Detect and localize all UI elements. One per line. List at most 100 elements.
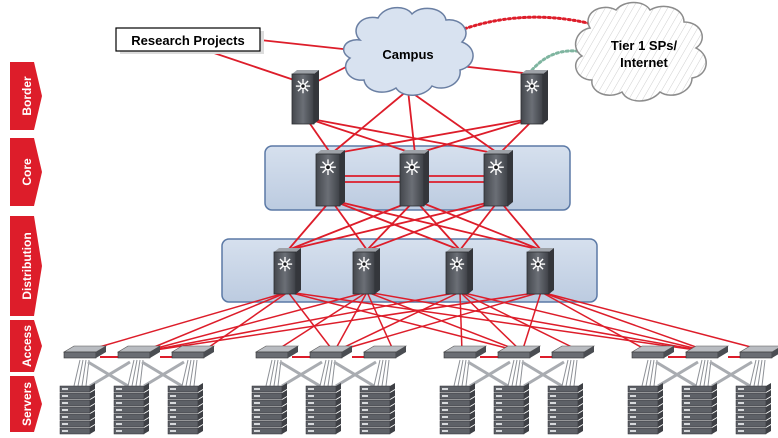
server-side (390, 383, 395, 392)
server-side (712, 383, 717, 392)
emblem-ray (297, 87, 302, 92)
access-server-cable (323, 359, 330, 387)
server-led (254, 423, 260, 425)
server-side (658, 397, 663, 406)
server-led (116, 430, 122, 432)
server-rack-g3-1 (439, 383, 475, 435)
server-led (684, 423, 690, 425)
server-side (90, 404, 95, 413)
router-emblem-icon (449, 256, 465, 272)
server-led (630, 388, 636, 390)
switch-side (288, 346, 298, 358)
access-switch-g3-2 (496, 345, 542, 359)
server-side (198, 425, 203, 434)
distribution-access-link (141, 291, 461, 353)
server-side (390, 404, 395, 413)
server-side (578, 390, 583, 399)
access-server-cross-cable (711, 360, 753, 388)
server-rack-g1-1 (59, 383, 95, 435)
server-side (198, 383, 203, 392)
chassis-top (353, 248, 380, 252)
server-led (362, 423, 368, 425)
server-side (336, 390, 341, 399)
border-core-link (330, 117, 536, 155)
server-side (658, 418, 663, 427)
campus-cloud: Campus (342, 6, 474, 96)
server-side (470, 383, 475, 392)
access-server-cable (641, 359, 649, 387)
core-distribution-link (366, 199, 500, 251)
server-led (496, 388, 502, 390)
server-led (62, 402, 68, 404)
server-rack-g3-3 (547, 383, 583, 435)
server-side (766, 383, 771, 392)
core-distribution-link (287, 199, 332, 251)
core-switch-3 (483, 150, 513, 207)
server-side (336, 383, 341, 392)
chassis-top (527, 248, 554, 252)
border-router-right (520, 70, 548, 125)
server-side (658, 411, 663, 420)
server-side (282, 383, 287, 392)
server-side (712, 411, 717, 420)
research-campus-link (259, 39, 353, 51)
server-side (390, 418, 395, 427)
server-side (336, 425, 341, 434)
distribution-access-link (333, 291, 368, 353)
server-side (712, 425, 717, 434)
campus-label: Campus (382, 47, 433, 62)
server-led (738, 402, 744, 404)
server-led (684, 409, 690, 411)
server-rack-g2-1 (251, 383, 287, 435)
server-led (442, 416, 448, 418)
distribution-access-link (141, 291, 289, 353)
distribution-access-link (287, 291, 335, 353)
chassis-side (314, 70, 319, 124)
access-switch-g4-3 (738, 345, 778, 359)
switch-front (443, 351, 477, 359)
distribution-switch-1 (273, 248, 301, 295)
border-core-link (305, 117, 416, 155)
emblem-ray (532, 258, 537, 263)
access-switch-g2-2 (308, 345, 354, 359)
chassis-side (468, 248, 473, 294)
server-led (630, 409, 636, 411)
router-emblem-icon (488, 159, 504, 175)
server-rack-g4-3 (735, 383, 771, 435)
server-side (578, 404, 583, 413)
emblem-center (362, 262, 366, 266)
access-server-cable (461, 359, 467, 387)
server-led (116, 395, 122, 397)
access-switch-g2-3 (362, 345, 408, 359)
router-emblem-icon (277, 256, 293, 272)
server-side (198, 418, 203, 427)
server-side (90, 383, 95, 392)
access-server-cable (193, 359, 198, 387)
server-led (496, 430, 502, 432)
server-side (470, 390, 475, 399)
access-server-cable (373, 359, 381, 387)
access-server-cable (761, 359, 766, 387)
server-led (254, 388, 260, 390)
switch-side (150, 346, 160, 358)
emblem-ray (458, 258, 463, 263)
server-side (658, 425, 663, 434)
emblem-ray (279, 265, 284, 270)
emblem-ray (286, 258, 291, 263)
server-side (198, 397, 203, 406)
server-side (470, 411, 475, 420)
distribution-access-link (540, 291, 771, 353)
layer-label-border: Border (20, 76, 34, 116)
access-server-cable (753, 359, 760, 387)
server-side (524, 404, 529, 413)
access-server-cross-cable (281, 360, 323, 388)
core-distribution-link (414, 199, 461, 251)
access-server-cable (277, 359, 282, 387)
server-led (684, 388, 690, 390)
access-server-cable (653, 359, 658, 387)
server-side (766, 425, 771, 434)
emblem-ray (526, 87, 531, 92)
server-led (254, 395, 260, 397)
server-side (336, 397, 341, 406)
server-rack-g1-2 (113, 383, 149, 435)
